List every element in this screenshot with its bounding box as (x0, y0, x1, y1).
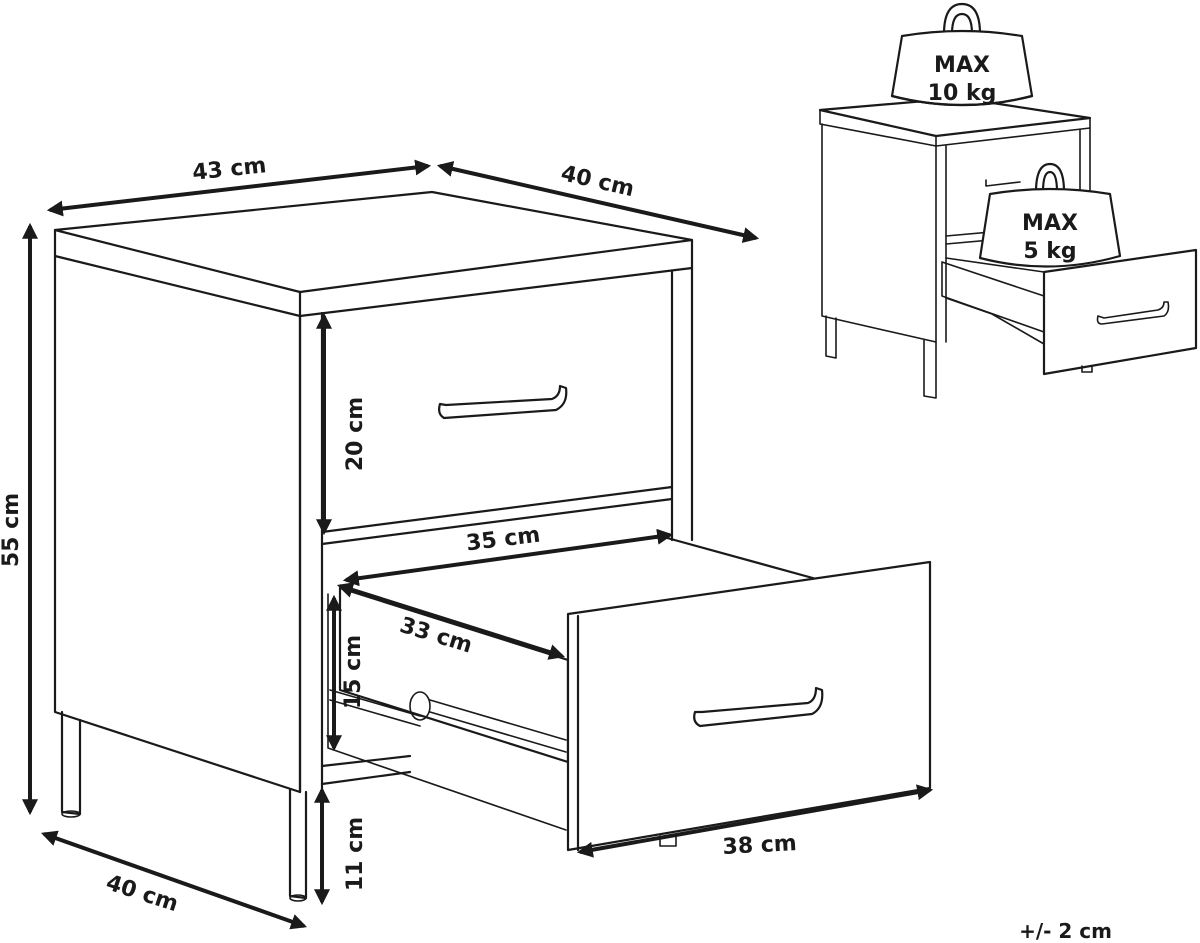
dimension-lines (22, 159, 934, 930)
label-total-height: 55 cm (0, 493, 24, 567)
front-frame (298, 266, 694, 794)
weight-top-line1: MAX (934, 53, 990, 78)
dim-line-front-width (576, 784, 934, 858)
label-drawer-bottom-height: 15 cm (341, 635, 366, 709)
load-capacity-inset: MAX 10 kg MAX 5 kg (818, 2, 1198, 399)
dim-line-inner-width (342, 528, 674, 587)
weight-drawer-line1: MAX (1022, 211, 1078, 236)
top-surface (53, 190, 694, 294)
side-panel (53, 254, 302, 794)
weight-drawer-line2: 5 kg (1023, 239, 1076, 264)
dim-line-inner-depth (336, 582, 566, 660)
drawer-front (566, 560, 932, 852)
label-drawer-top-height: 20 cm (343, 397, 368, 471)
leg-front (288, 788, 308, 900)
bottom-drawer-handle (693, 686, 824, 728)
weight-top: MAX 10 kg (890, 2, 1034, 107)
leg-left (60, 710, 82, 816)
drawer-left-wall (338, 586, 570, 764)
dim-line-top-depth (436, 161, 760, 243)
label-inner-depth: 33 cm (397, 613, 475, 659)
dim-line-top-width (46, 159, 432, 217)
label-inner-width: 35 cm (465, 523, 542, 557)
dim-line-base-depth (40, 830, 308, 930)
tolerance-note: +/- 2 cm (1019, 919, 1112, 943)
top-drawer-handle (438, 384, 568, 420)
label-top-width: 43 cm (191, 153, 267, 186)
label-front-width: 38 cm (722, 831, 797, 860)
weight-icon (978, 187, 1122, 268)
weight-top-line2: 10 kg (928, 81, 997, 106)
label-leg-height: 11 cm (343, 817, 368, 891)
weight-drawer: MAX 5 kg (978, 162, 1122, 268)
open-drawer (327, 534, 932, 852)
